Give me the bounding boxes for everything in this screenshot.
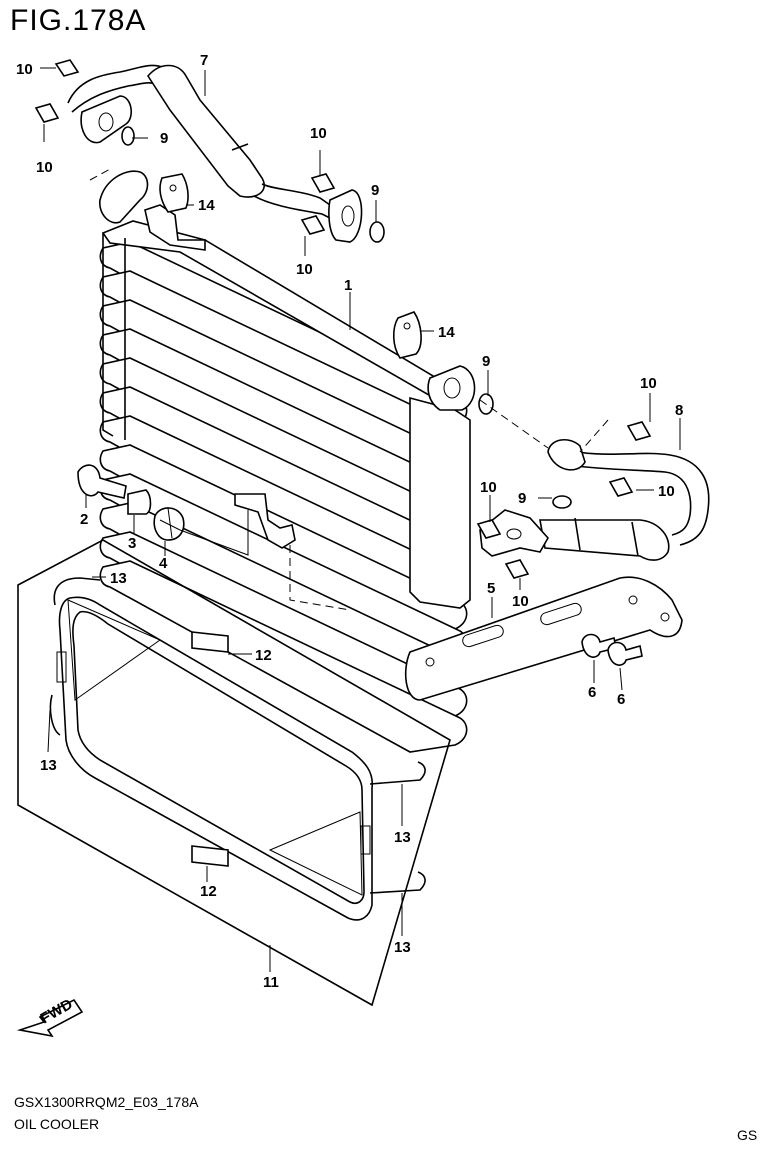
- callout-13b: 13: [40, 757, 57, 774]
- callout-2: 2: [80, 511, 88, 528]
- callout-11: 11: [263, 974, 279, 991]
- diagram-code: GSX1300RRQM2_E03_178A: [14, 1094, 199, 1110]
- callout-6b: 6: [617, 691, 625, 708]
- callout-10f: 10: [658, 483, 675, 500]
- callout-10d: 10: [296, 261, 313, 278]
- diagram-name: OIL COOLER: [14, 1116, 100, 1132]
- callout-10g: 10: [480, 479, 497, 496]
- callout-10e: 10: [640, 375, 657, 392]
- callout-13c: 13: [394, 829, 411, 846]
- callout-13d: 13: [394, 939, 411, 956]
- callout-6a: 6: [588, 684, 596, 701]
- callout-4: 4: [159, 555, 168, 572]
- callout-1: 1: [344, 277, 352, 294]
- callout-leaders: [40, 67, 681, 972]
- bracket-14-lower: [392, 311, 422, 359]
- callout-13a: 13: [110, 570, 127, 587]
- callout-9a: 9: [160, 130, 168, 147]
- figure-title: FIG.178A: [10, 4, 147, 37]
- callout-12b: 12: [200, 883, 217, 900]
- bolts-10: [34, 59, 652, 579]
- callout-8: 8: [675, 402, 683, 419]
- collar-3: [127, 489, 152, 515]
- callout-10h: 10: [512, 593, 529, 610]
- cooler-fin: [99, 560, 468, 753]
- callout-3: 3: [128, 535, 136, 552]
- callout-numbers: 1 2 3 4 5 6 6 7 8 9 9 9 9 10 10 10 10 10…: [16, 52, 683, 991]
- callout-10b: 10: [36, 159, 53, 176]
- cooler-guard-screen: [17, 539, 451, 1007]
- oil-hose-upper: [67, 64, 363, 243]
- grommet-4: [153, 507, 185, 541]
- bolt-2: [77, 464, 127, 499]
- callout-10a: 10: [16, 61, 33, 78]
- callout-9b: 9: [371, 182, 379, 199]
- bracket-14-upper: [159, 173, 189, 213]
- callout-14a: 14: [198, 197, 215, 214]
- bolts-6: [581, 633, 643, 666]
- callout-9d: 9: [518, 490, 526, 507]
- orings-9: [121, 126, 572, 509]
- fwd-arrow-icon: FWD: [16, 996, 84, 1038]
- callout-12a: 12: [255, 647, 272, 664]
- oil-hose-lower: [427, 365, 710, 561]
- callout-5: 5: [487, 580, 495, 597]
- callout-10c: 10: [310, 125, 327, 142]
- callout-7: 7: [200, 52, 208, 69]
- callout-14b: 14: [438, 324, 455, 341]
- mounting-bracket: [404, 576, 683, 701]
- callout-9c: 9: [482, 353, 490, 370]
- region-code: GS: [737, 1127, 758, 1143]
